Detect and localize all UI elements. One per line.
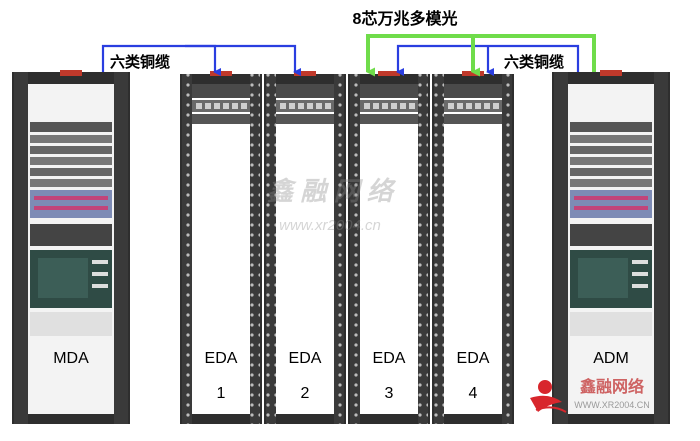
eda-top-units-3: [360, 84, 418, 124]
center-watermark: 鑫 融 网 络 www.xr2004.cn: [267, 176, 397, 234]
svg-text:WWW.XR2004.CN: WWW.XR2004.CN: [574, 400, 650, 410]
adm-label: ADM: [593, 350, 629, 367]
svg-text:鑫融网络: 鑫融网络: [579, 377, 644, 396]
eda-label-2: EDA: [289, 350, 322, 367]
fiber-cable: [366, 34, 596, 77]
eda-rack-2: EDA 2: [264, 71, 346, 424]
fiber-label: 8芯万兆多模光: [353, 9, 458, 28]
mda-switch: [30, 250, 112, 308]
eda-number-3: 3: [385, 385, 394, 402]
eda-top-units-2: [276, 84, 334, 124]
mda-patch-panels: [30, 122, 112, 246]
eda-label-1: EDA: [205, 350, 238, 367]
copper-label-right: 六类铜缆: [504, 53, 564, 71]
adm-rack: ADM: [552, 70, 670, 424]
logo-watermark: 鑫融网络 WWW.XR2004.CN: [530, 377, 650, 413]
eda-number-1: 1: [217, 385, 226, 402]
eda-rack-4: EDA 4: [432, 71, 514, 424]
eda-racks: EDA 1 EDA 2 EDA 3 EDA 4: [180, 71, 514, 424]
eda-number-2: 2: [301, 385, 310, 402]
copper-cable-left: [101, 44, 301, 76]
mda-label: MDA: [53, 350, 89, 367]
copper-label-left: 六类铜缆: [110, 53, 170, 71]
copper-cable-right: [396, 44, 580, 76]
logo-icon: [530, 380, 567, 413]
svg-text:www.xr2004.cn: www.xr2004.cn: [279, 217, 381, 234]
eda-top-units-4: [444, 84, 502, 124]
svg-text:鑫 融 网 络: 鑫 融 网 络: [267, 176, 397, 206]
eda-label-3: EDA: [373, 350, 406, 367]
eda-rack-1: EDA 1: [180, 71, 262, 424]
eda-rack-3: EDA 3: [348, 71, 430, 424]
eda-number-4: 4: [469, 385, 478, 402]
adm-patch-panels: [570, 122, 652, 246]
eda-label-4: EDA: [457, 350, 490, 367]
mda-rack: MDA: [12, 70, 130, 424]
adm-switch: [570, 250, 652, 308]
eda-top-units-1: [192, 84, 250, 124]
